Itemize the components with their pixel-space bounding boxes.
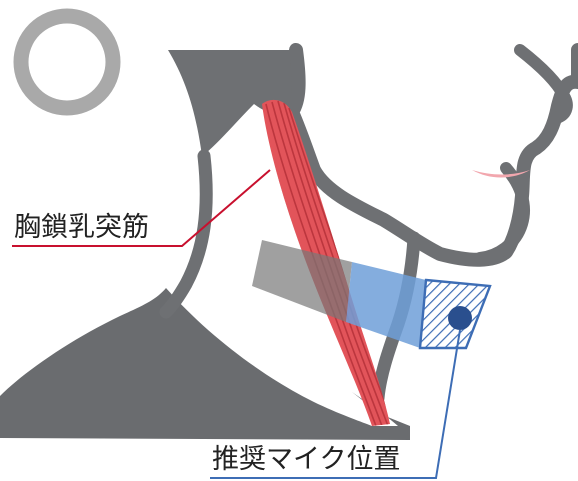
shoulder-lower-band [0,440,420,446]
shadow-band [252,240,352,322]
nose-outline [514,44,573,124]
lips [472,170,530,178]
face-profile-outline [285,43,578,267]
mic-position-label: 推奨マイク位置 [212,444,400,475]
back-neck-outline [159,149,213,319]
muscle-label: 胸鎖乳突筋 [14,212,149,243]
circle-o-mark-icon [13,8,121,116]
chin-outline [474,162,530,264]
mic-leader-line [210,329,461,479]
mic-dot [448,306,472,330]
muscle-leader-line [12,169,271,247]
mic-band [346,262,426,348]
shoulder-clothing [0,288,410,440]
hair-silhouette [168,50,301,156]
